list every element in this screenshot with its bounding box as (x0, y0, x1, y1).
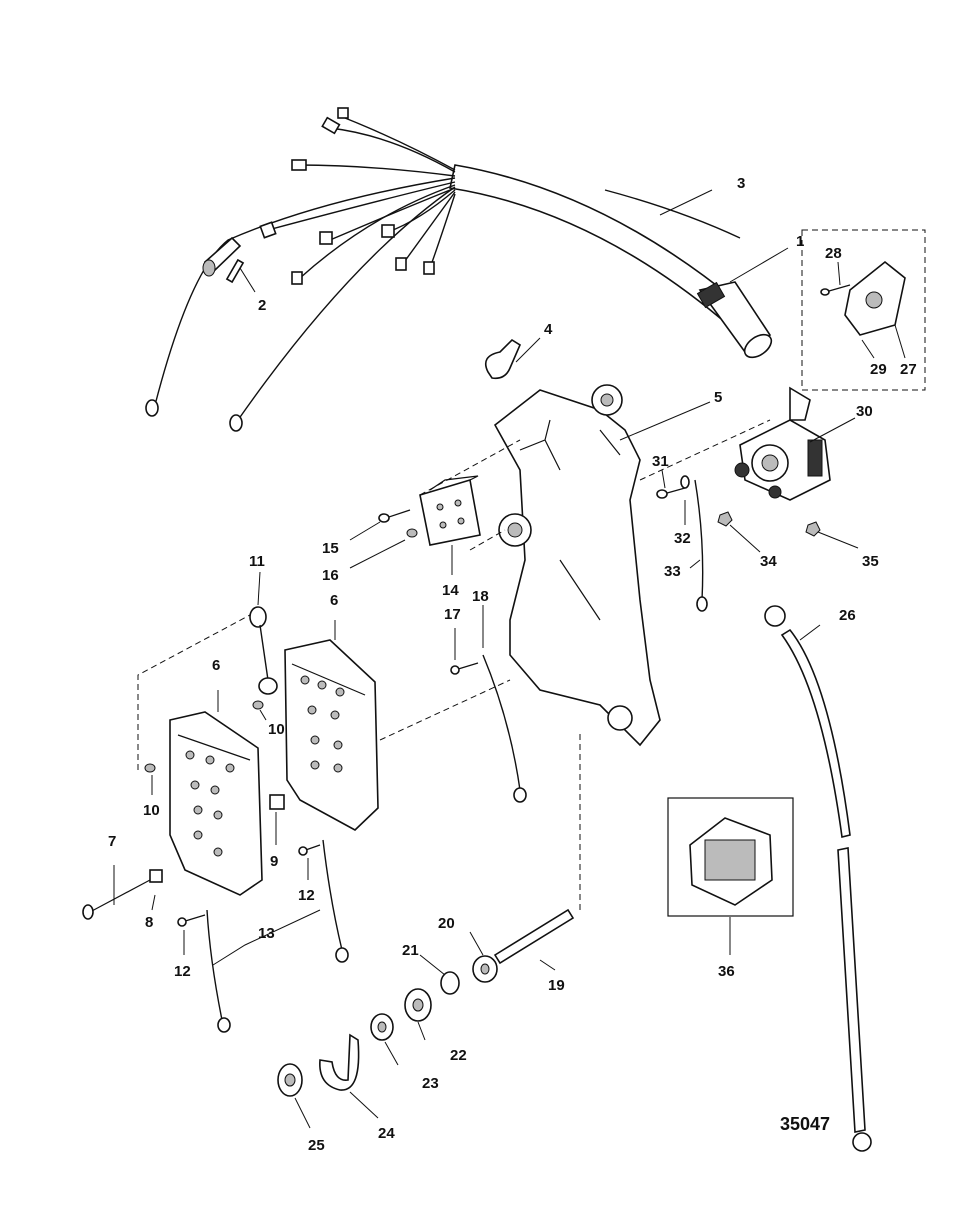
callout-10-left: 10 (143, 802, 160, 819)
leader-lines (113, 189, 906, 1129)
figure-number: 35047 (780, 1114, 830, 1134)
callout-18: 18 (472, 588, 489, 605)
wiring-harness (145, 107, 773, 432)
callout-21: 21 (402, 942, 419, 959)
callout-4: 4 (544, 321, 553, 338)
callout-24: 24 (378, 1125, 395, 1142)
connector-pin (225, 258, 245, 284)
callout-6-right: 6 (330, 592, 338, 609)
callout-9: 9 (270, 853, 278, 870)
callout-27: 27 (900, 361, 917, 378)
callout-14: 14 (442, 582, 459, 599)
stud-bolt (493, 908, 575, 965)
callout-8: 8 (145, 914, 153, 931)
callout-6-left: 6 (212, 657, 220, 674)
callout-26: 26 (839, 607, 856, 624)
callout-13: 13 (258, 925, 275, 942)
starter-solenoid (734, 386, 831, 501)
switch-box-left (169, 711, 263, 896)
callout-34: 34 (760, 553, 777, 570)
battery-cable-eyelet-top (764, 605, 786, 627)
callout-31: 31 (652, 453, 669, 470)
callout-19: 19 (548, 977, 565, 994)
callout-labels: 1 2 3 4 5 6 6 7 8 9 10 10 11 12 12 13 14… (108, 175, 917, 1154)
callout-35: 35 (862, 553, 879, 570)
callout-30: 30 (856, 403, 873, 420)
callout-28: 28 (825, 245, 842, 262)
callout-23: 23 (422, 1075, 439, 1092)
callout-25: 25 (308, 1137, 325, 1154)
cable-clamp (484, 338, 522, 380)
callout-33: 33 (664, 563, 681, 580)
callout-7: 7 (108, 833, 116, 850)
callout-12-left: 12 (174, 963, 191, 980)
callout-12-right: 12 (298, 887, 315, 904)
switch-box-right (284, 639, 379, 831)
callout-16: 16 (322, 567, 339, 584)
mounting-bracket (493, 389, 661, 747)
regulator-block (419, 478, 481, 546)
sleeve-wire (604, 189, 741, 239)
callout-29: 29 (870, 361, 887, 378)
callout-15: 15 (322, 540, 339, 557)
callout-22: 22 (450, 1047, 467, 1064)
callout-20: 20 (438, 915, 455, 932)
callout-5: 5 (714, 389, 722, 406)
callout-36: 36 (718, 963, 735, 980)
callout-32: 32 (674, 530, 691, 547)
callout-17: 17 (444, 606, 461, 623)
callout-11: 11 (249, 553, 265, 570)
inset-box-36 (667, 797, 794, 917)
callout-10-right: 10 (268, 721, 285, 738)
inset-solenoid-box (801, 229, 926, 391)
callout-3: 3 (737, 175, 745, 192)
callout-1: 1 (796, 233, 804, 250)
j-clamp (319, 1033, 360, 1091)
callout-2: 2 (258, 297, 266, 314)
